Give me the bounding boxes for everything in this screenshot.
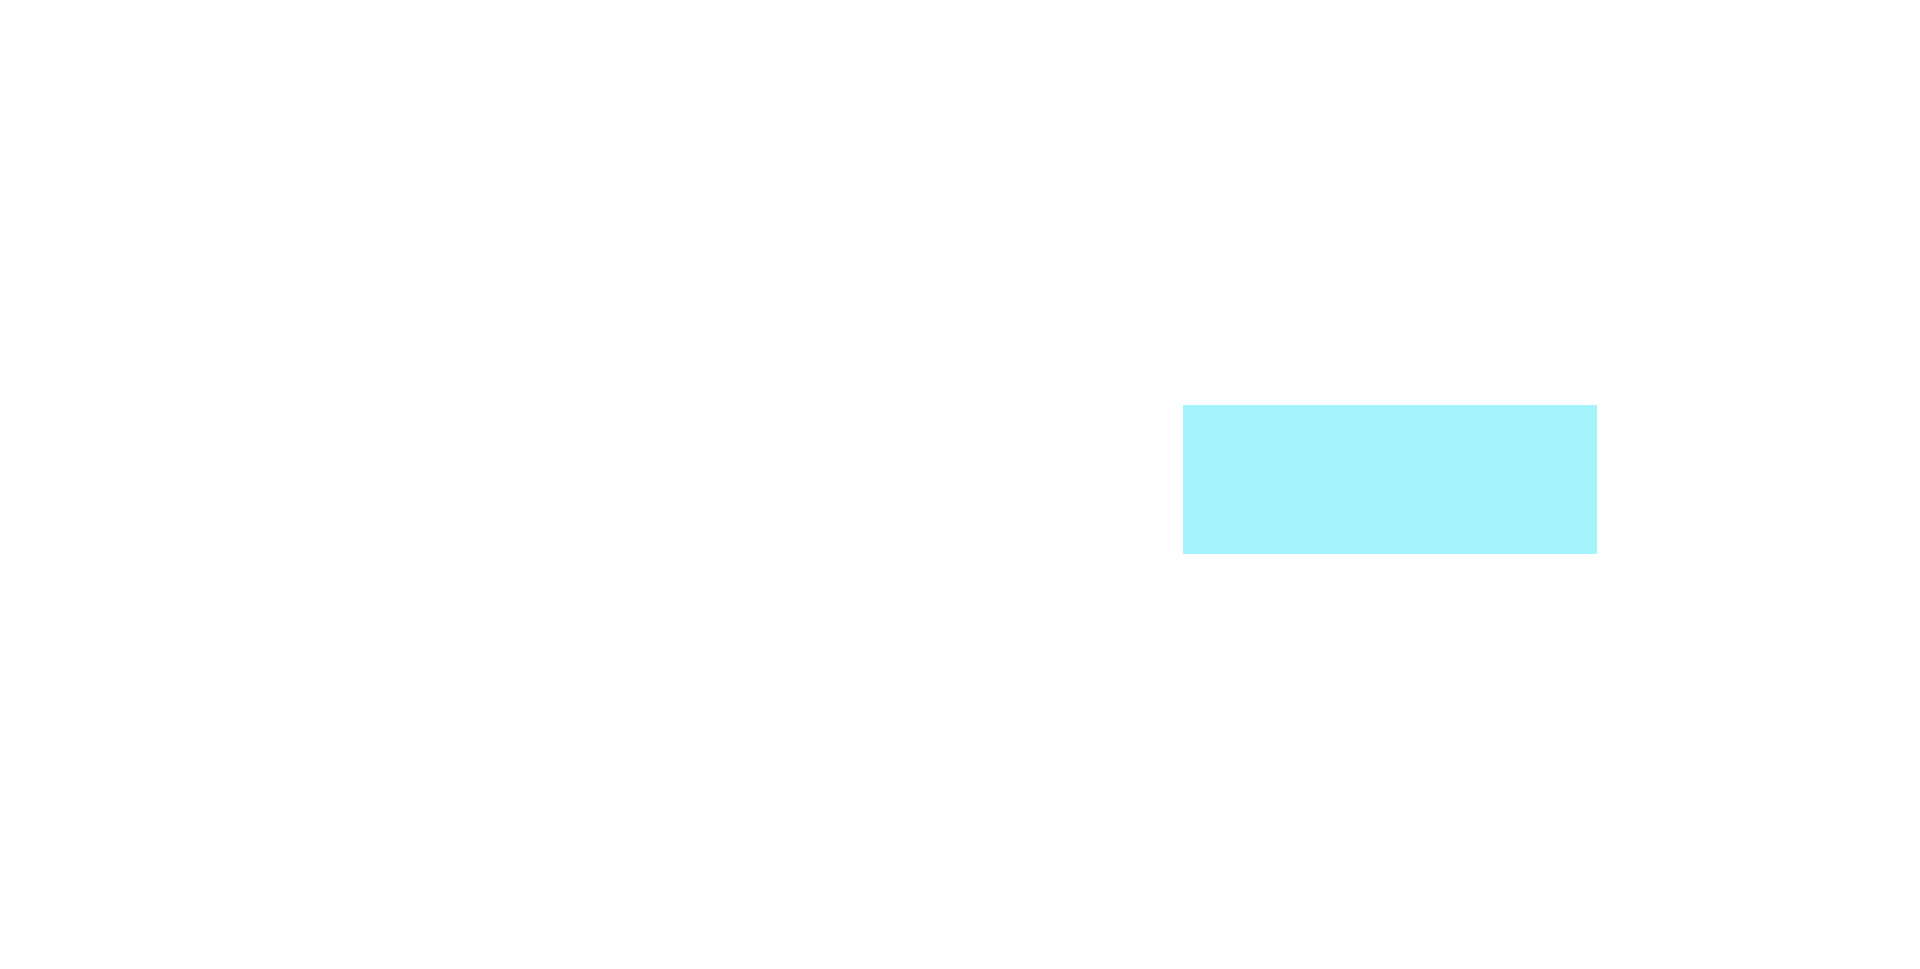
highlight-rectangle [1183,405,1597,554]
